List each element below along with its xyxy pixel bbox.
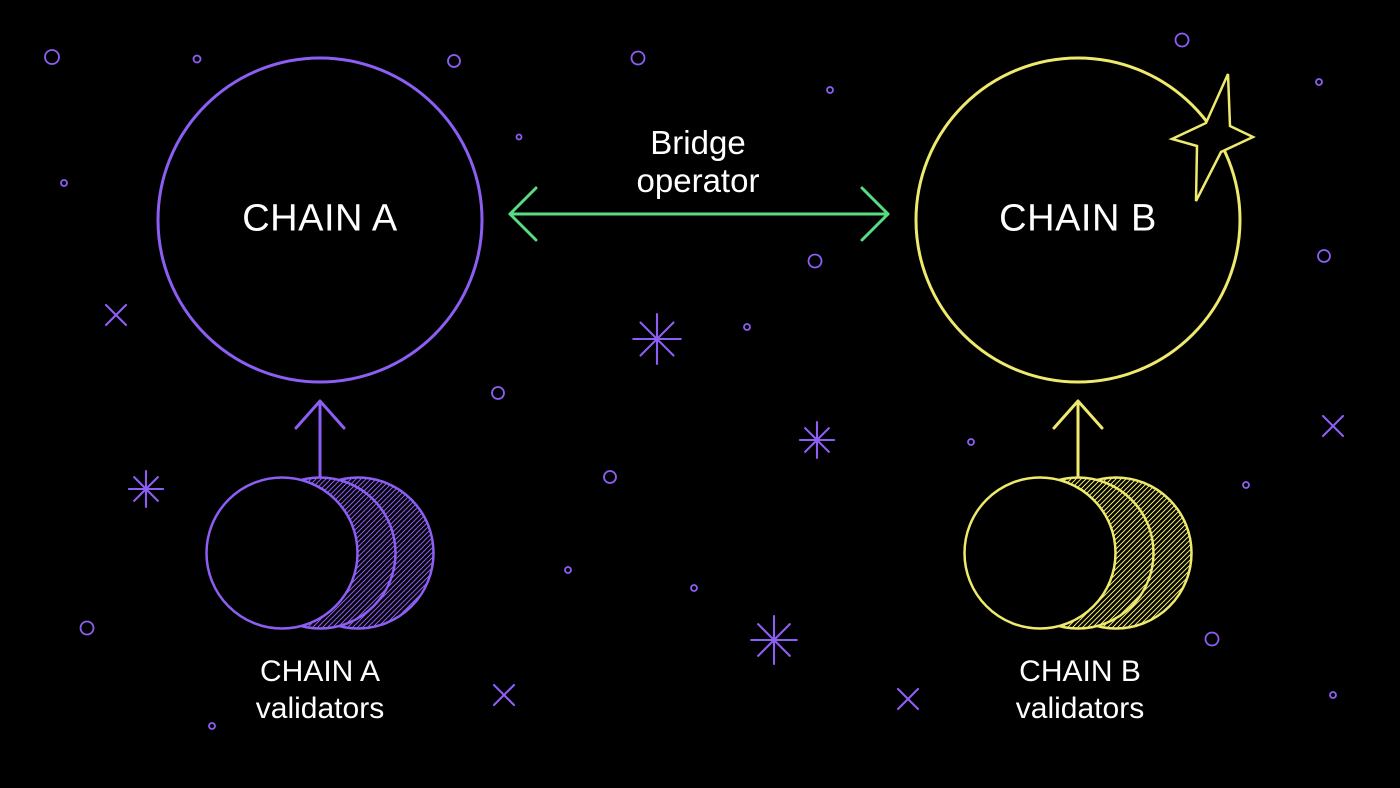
circle-dot-icon [79, 620, 95, 636]
circle-dot-icon [1174, 32, 1190, 48]
chain-b-validators-line2: validators [1015, 692, 1145, 725]
chain-a-circle [156, 56, 484, 384]
chain-a-label: CHAIN A [242, 197, 398, 240]
x-mark-icon [896, 687, 920, 711]
circle-dot-icon [967, 438, 975, 446]
chain-a-up-arrow [294, 399, 346, 478]
circle-dot-icon [447, 54, 461, 68]
x-mark-icon [492, 683, 516, 707]
circle-dot-icon [1329, 691, 1337, 699]
circle-dot-icon [491, 386, 505, 400]
circle-dot-icon [208, 722, 216, 730]
chain-a-validators-line1: CHAIN A [259, 655, 381, 688]
x-mark-icon [1321, 414, 1345, 438]
chain-b-validators-label: CHAIN B validators [1016, 653, 1144, 727]
asterisk-sparkle-icon [750, 614, 798, 666]
circle-dot-icon [1317, 249, 1331, 263]
chain-b-validators-coins [963, 476, 1193, 630]
chain-a-validators-label: CHAIN A validators [256, 653, 384, 727]
circle-dot-icon [1315, 78, 1323, 86]
bridge-arrow [508, 186, 890, 242]
circle-dot-icon [1204, 631, 1220, 647]
chain-a-validators-coins [205, 476, 435, 630]
circle-dot-icon [807, 253, 823, 269]
x-mark-icon [104, 303, 128, 327]
circle-dot-icon [1242, 481, 1250, 489]
chain-a-validators-line2: validators [255, 692, 385, 725]
circle-dot-icon [630, 50, 646, 66]
circle-dot-icon [743, 323, 751, 331]
circle-dot-icon [564, 566, 572, 574]
chain-b-label: CHAIN B [999, 197, 1157, 240]
chain-b-circle [914, 56, 1242, 384]
asterisk-sparkle-icon [632, 312, 682, 366]
circle-dot-icon [690, 584, 698, 592]
circle-dot-icon [515, 133, 523, 141]
circle-dot-icon [60, 179, 68, 187]
sparkle-star-icon [1168, 73, 1256, 202]
circle-dot-icon [44, 49, 60, 65]
asterisk-sparkle-icon [127, 469, 165, 509]
chain-b-up-arrow [1052, 399, 1104, 478]
decorations-layer [44, 32, 1345, 730]
circle-dot-icon [192, 54, 202, 64]
circle-dot-icon [826, 86, 834, 94]
circle-dot-icon [603, 470, 617, 484]
chain-b-validators-line1: CHAIN B [1019, 655, 1141, 688]
bridge-operator-label: Bridge operator [636, 124, 760, 199]
asterisk-sparkle-icon [798, 420, 836, 460]
